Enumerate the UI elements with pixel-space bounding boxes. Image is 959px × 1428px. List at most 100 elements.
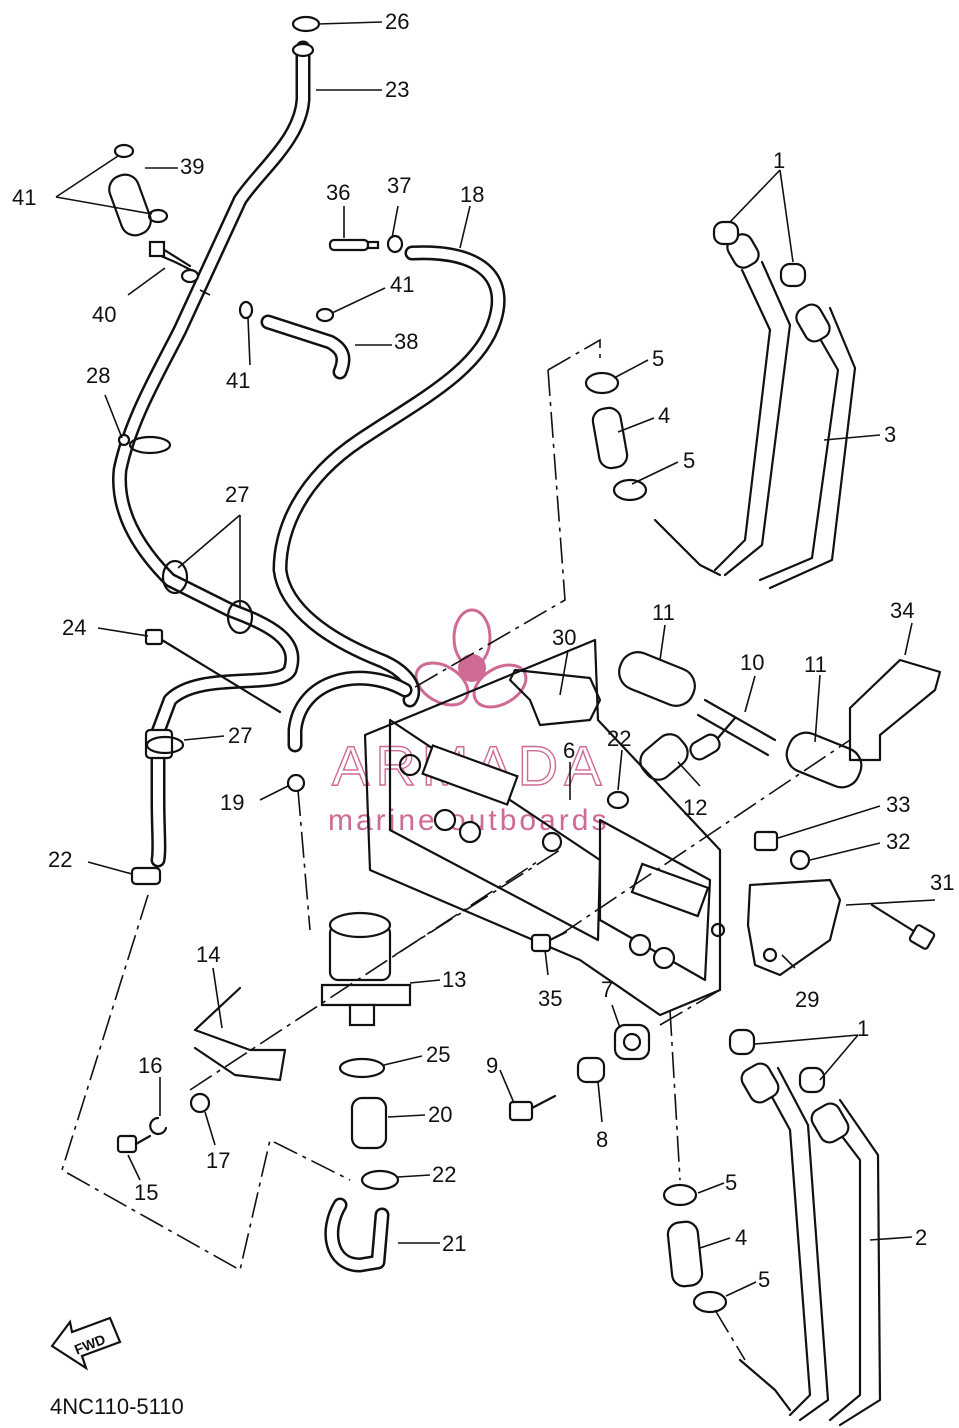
- callout-5: 5: [725, 1170, 737, 1195]
- pipe-11-left: [618, 651, 696, 707]
- bolt-31: [870, 903, 936, 950]
- hose-4-lower: [666, 1220, 704, 1288]
- watermark-propeller-logo: [414, 608, 528, 709]
- callout-1: 1: [857, 1016, 869, 1041]
- hose-20: [350, 1096, 388, 1150]
- clip-19: [286, 773, 306, 793]
- callout-39: 39: [180, 154, 204, 179]
- callout-30: 30: [552, 625, 576, 650]
- bolt-9: [508, 1094, 557, 1122]
- clip-41-upper: [113, 143, 135, 159]
- clamp-5-lower-a: [662, 1183, 698, 1207]
- clip-22-left: [130, 866, 162, 886]
- callout-37: 37: [387, 173, 411, 198]
- cap-1-upper-left: [712, 220, 740, 246]
- callout-11: 11: [652, 600, 675, 625]
- filter-13: [320, 911, 412, 1027]
- clip-41-mid: [315, 307, 335, 323]
- callout-15: 15: [134, 1180, 158, 1205]
- callout-28: 28: [86, 363, 110, 388]
- tee-10: [689, 698, 777, 761]
- callout-16: 16: [138, 1053, 162, 1078]
- callout-38: 38: [394, 329, 418, 354]
- bracket-29: [746, 878, 842, 977]
- callout-27: 27: [228, 723, 252, 748]
- clip-22-mid: [606, 790, 630, 810]
- callout-14: 14: [196, 942, 220, 967]
- callout-12: 12: [683, 795, 707, 820]
- bracket-30: [508, 668, 602, 727]
- callout-5: 5: [683, 448, 695, 473]
- nut-33: [753, 830, 779, 852]
- collar-8: [576, 1056, 606, 1084]
- callout-40: 40: [92, 302, 116, 327]
- grommet-7: [613, 1023, 651, 1061]
- washer-32: [789, 849, 811, 871]
- callout-4: 4: [735, 1225, 747, 1250]
- callout-23: 23: [385, 77, 409, 102]
- callout-22: 22: [607, 726, 631, 751]
- bracket-34: [848, 658, 942, 762]
- pipe-3: [653, 233, 857, 590]
- clip-41-lower: [147, 208, 169, 224]
- hose-38: [260, 314, 351, 380]
- callout-26: 26: [385, 9, 409, 34]
- clamp-25: [338, 1057, 386, 1079]
- callout-22: 22: [432, 1162, 456, 1187]
- callout-31: 31: [930, 870, 954, 895]
- clip-26: [291, 15, 321, 33]
- callout-41: 41: [226, 368, 250, 393]
- plate-6: [363, 638, 726, 1017]
- callout-13: 13: [442, 967, 466, 992]
- callout-5: 5: [758, 1267, 770, 1292]
- elbow-21: [324, 1197, 390, 1273]
- callout-33: 33: [886, 792, 910, 817]
- callout-22: 22: [48, 847, 72, 872]
- cap-1-upper-right: [779, 262, 807, 288]
- clamp-5-lower-b: [692, 1290, 728, 1314]
- callout-4: 4: [658, 403, 670, 428]
- callout-41: 41: [390, 272, 414, 297]
- callout-17: 17: [206, 1148, 230, 1173]
- callout-41: 41: [12, 185, 36, 210]
- callout-9: 9: [486, 1053, 498, 1078]
- fwd-arrow: FWD: [50, 1316, 122, 1371]
- callout-36: 36: [326, 180, 350, 205]
- callout-32: 32: [886, 829, 910, 854]
- callout-27: 27: [225, 482, 249, 507]
- callout-2: 2: [915, 1225, 927, 1250]
- hose-39: [108, 173, 152, 237]
- clip-37: [386, 234, 404, 254]
- callout-10: 10: [740, 650, 764, 675]
- hose-4-upper: [591, 406, 629, 470]
- hose-23: [112, 40, 315, 748]
- callout-6: 6: [563, 738, 575, 763]
- connector-36: [328, 238, 380, 252]
- screw-15: [116, 1134, 152, 1154]
- callout-19: 19: [220, 790, 244, 815]
- callout-35: 35: [538, 986, 562, 1011]
- callouts: 26 23 39 41 40 36 37 18 41 38 41 28 1 5 …: [12, 9, 954, 1292]
- hose-18: [272, 245, 506, 708]
- callout-34: 34: [890, 598, 914, 623]
- leader-lines: [55, 21, 936, 1297]
- hose-12: [639, 733, 689, 781]
- clamp-5-upper-a: [584, 371, 620, 395]
- cap-1-lower-right: [798, 1066, 826, 1094]
- callout-29: 29: [795, 987, 819, 1012]
- clamp-22-low: [360, 1169, 400, 1191]
- bolt-24: [144, 628, 282, 714]
- callout-1: 1: [773, 148, 785, 173]
- clamp-5-upper-b: [612, 478, 648, 502]
- callout-3: 3: [884, 422, 896, 447]
- callout-24: 24: [62, 615, 86, 640]
- watermark: ARMADA marine outboards: [328, 608, 606, 837]
- callout-18: 18: [460, 182, 484, 207]
- callout-7: 7: [601, 977, 613, 1002]
- callout-20: 20: [428, 1102, 452, 1127]
- cap-1-lower-left: [728, 1028, 756, 1056]
- clamp-27-lower: [145, 735, 185, 755]
- fitting-40: [148, 240, 200, 284]
- bracket-14: [193, 986, 287, 1082]
